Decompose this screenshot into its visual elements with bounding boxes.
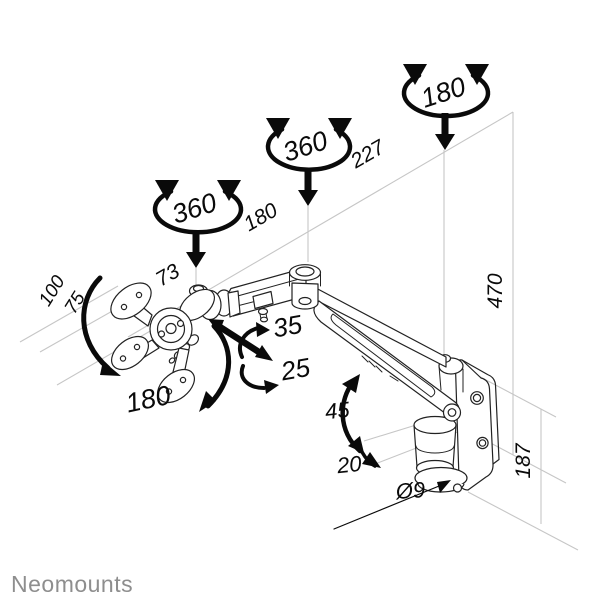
angle-25-label: 25: [278, 352, 313, 387]
rotation-symbol-head: [152, 180, 244, 268]
rotation-symbol-elbow: [265, 118, 353, 206]
down-arrow-icon: [441, 113, 449, 134]
swivel-arrowhead-icon: [100, 361, 121, 376]
dim-187-label: 187: [512, 442, 535, 478]
rotation-arrowhead-icon: [266, 118, 290, 139]
angle-45-arrowhead-icon: [342, 374, 360, 393]
angle-45-arrowhead-icon: [348, 436, 364, 453]
vesa-plate: [110, 282, 216, 404]
elbow-joint: [288, 264, 322, 310]
rotation-head-label: 360: [168, 187, 220, 229]
swivel-180-label: 180: [123, 380, 173, 419]
rotation-arrowhead-icon: [155, 180, 179, 201]
diameter-callout: [333, 480, 451, 530]
wrist-pivot: [442, 403, 462, 422]
wall-plate: [454, 359, 500, 491]
angle-45-label: 45: [324, 397, 352, 425]
tilt-arrows: [208, 319, 279, 394]
angle-35-label: 35: [271, 309, 305, 344]
swivel-arrowhead-icon: [199, 391, 216, 412]
tilt-arrowhead-icon: [255, 345, 273, 361]
brand-logo: Neomounts: [11, 571, 133, 597]
dim-73-label: 73: [152, 259, 184, 291]
diameter-9-label: Ø9: [394, 477, 426, 504]
angle-20-label: 20: [335, 451, 364, 479]
rotation-arrowhead-icon: [217, 180, 241, 201]
dim-470-label: 470: [484, 273, 507, 308]
rotation-elbow-label: 360: [279, 125, 331, 167]
height-adjust-arrows: [340, 374, 381, 468]
arm-down-column: [413, 415, 468, 493]
down-arrow-icon: [304, 170, 312, 190]
rotation-symbol-wall: [401, 64, 491, 150]
angle-25-arrowhead-icon: [264, 380, 279, 394]
down-arrow-icon: [192, 231, 200, 252]
tilt-arrowhead-icon: [208, 319, 224, 333]
rotation-arrowhead-icon: [465, 64, 489, 85]
dim-180-top-label: 180: [240, 198, 282, 236]
angle-35-arrowhead-icon: [256, 322, 270, 337]
diameter-arrowhead-icon: [437, 480, 451, 493]
rotation-wall-label: 180: [417, 71, 469, 113]
rotation-arrowhead-icon: [328, 118, 352, 139]
angle-20-arrowhead-icon: [362, 452, 381, 468]
dim-227-label: 227: [346, 135, 390, 174]
rotation-arrowhead-icon: [403, 64, 427, 85]
